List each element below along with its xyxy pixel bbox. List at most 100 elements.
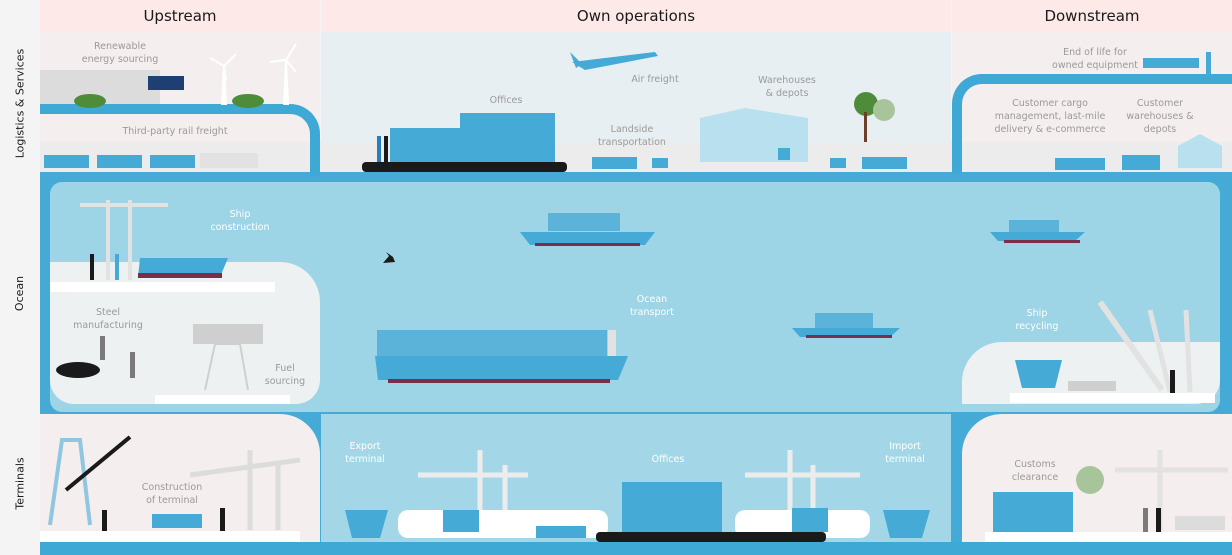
label-offices-logistics: Offices: [476, 94, 536, 107]
customer-warehouse-icon: [1178, 134, 1222, 168]
label-line: transport: [630, 307, 674, 318]
label-line: energy sourcing: [81, 54, 159, 65]
whale-tail-icon: [383, 252, 395, 263]
container-crane-icon: [189, 450, 301, 530]
container-ship-icon: [792, 313, 900, 338]
label-line: transportation: [598, 137, 666, 148]
person-icon: [130, 352, 135, 378]
label-ship-construction: Ship construction: [200, 208, 280, 234]
terminal-office-platform-icon: [596, 532, 826, 542]
truck-icon: [152, 514, 202, 528]
label-line: management, last-mile: [994, 111, 1106, 122]
container-ship-icon: [375, 330, 628, 383]
label-fuel-sourcing: Fuel sourcing: [255, 362, 315, 388]
label-line: End of life for: [1063, 47, 1127, 58]
label-import-terminal: Import terminal: [875, 440, 935, 466]
bottom-strip: [40, 542, 1232, 555]
van-icon: [1122, 155, 1160, 170]
import-ship-icon: [883, 510, 930, 538]
truck-icon: [592, 157, 637, 169]
truck-icon: [1068, 381, 1116, 391]
column-title: Downstream: [1044, 7, 1140, 25]
airplane-icon: [570, 52, 658, 70]
solar-panel-icon: [148, 76, 184, 90]
crane-arm-icon: [1097, 300, 1165, 392]
label-line: of terminal: [146, 495, 198, 506]
label-line: sourcing: [264, 376, 306, 387]
person-icon: [220, 508, 225, 532]
label-line: manufacturing: [73, 320, 143, 331]
label-line: terminal: [345, 454, 385, 465]
truck-icon: [536, 526, 586, 538]
label-line: Ship: [1026, 308, 1048, 319]
label-line: owned equipment: [1052, 60, 1138, 71]
label-line: Steel: [95, 307, 121, 318]
bush-icon: [232, 94, 264, 108]
wind-turbine-icon: [269, 43, 297, 105]
rail-wagon-icon: [97, 155, 142, 168]
label-line: Import: [889, 441, 921, 452]
label-renewable-energy: Renewable energy sourcing: [70, 40, 170, 66]
pipe-downstream-top: [952, 74, 1232, 174]
tree-icon: [873, 99, 895, 121]
label-line: Customer: [1136, 98, 1184, 109]
label-customer-warehouses: Customer warehouses & depots: [1120, 97, 1200, 136]
delivery-truck-icon: [1055, 158, 1105, 170]
label-line: warehouses &: [1126, 111, 1194, 122]
container-ship-icon: [990, 220, 1085, 243]
tree-icon: [854, 92, 878, 116]
label-line: Ship: [229, 209, 251, 220]
office-building-icon: [390, 128, 460, 162]
person-icon: [102, 510, 107, 532]
label-steel-manufacturing: Steel manufacturing: [68, 306, 148, 332]
label-line: Offices: [651, 454, 685, 465]
label-line: recycling: [1015, 321, 1059, 332]
tree-icon: [1076, 466, 1104, 494]
column-header-downstream: Downstream: [952, 0, 1232, 32]
ship-under-construction-icon: [138, 258, 228, 277]
label-air-freight: Air freight: [620, 73, 690, 86]
fuel-platform-icon: [193, 324, 263, 344]
label-line: depots: [1143, 124, 1177, 135]
label-warehouses-depots: Warehouses & depots: [752, 74, 822, 100]
forklift-icon: [830, 158, 846, 168]
label-line: Fuel: [275, 363, 295, 374]
cargo-box-icon: [778, 148, 790, 160]
person-icon: [384, 136, 388, 162]
label-customer-cargo: Customer cargo management, last-mile del…: [990, 97, 1110, 136]
column-header-upstream: Upstream: [40, 0, 320, 32]
flatbed-truck-icon: [1143, 58, 1199, 68]
label-line: & depots: [765, 88, 809, 99]
container-stack-icon: [792, 508, 828, 532]
column-title: Upstream: [143, 7, 217, 25]
label-end-of-life: End of life for owned equipment: [1045, 46, 1145, 72]
person-icon: [1156, 508, 1161, 532]
label-line: Landside: [610, 124, 654, 135]
person-icon: [90, 254, 94, 280]
bush-icon: [74, 94, 106, 108]
person-icon: [377, 136, 381, 162]
label-line: Third-party rail freight: [122, 126, 228, 137]
label-line: Warehouses: [758, 75, 816, 86]
person-icon: [1170, 370, 1175, 394]
customs-office-icon: [993, 492, 1073, 534]
label-offices-terminal: Offices: [638, 453, 698, 466]
label-ship-recycling: Ship recycling: [1007, 307, 1067, 333]
terminal-office-building-icon: [622, 482, 722, 532]
label-line: Customs: [1014, 459, 1056, 470]
label-export-terminal: Export terminal: [335, 440, 395, 466]
container-ship-icon: [520, 213, 655, 246]
label-line: Air freight: [631, 74, 679, 85]
column-header-own-operations: Own operations: [321, 0, 951, 32]
office-building-icon: [460, 113, 555, 162]
rail-wagon-icon: [44, 155, 89, 168]
label-landside-transportation: Landside transportation: [592, 123, 672, 149]
locomotive-icon: [200, 153, 258, 168]
person-icon: [100, 336, 105, 360]
label-line: terminal: [885, 454, 925, 465]
label-line: construction: [210, 222, 270, 233]
label-line: Export: [349, 441, 381, 452]
label-line: delivery & e-commerce: [994, 124, 1106, 135]
label-line: clearance: [1011, 472, 1059, 483]
